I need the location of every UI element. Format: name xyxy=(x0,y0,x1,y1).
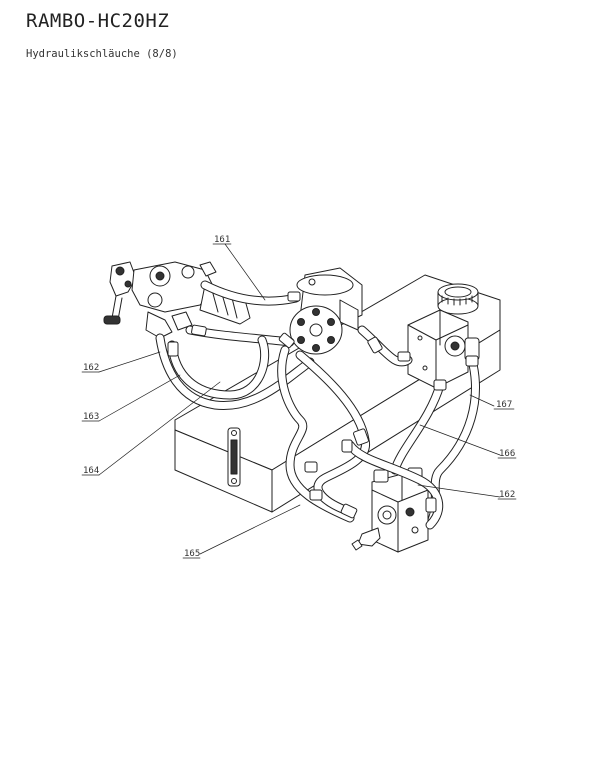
hose-161 xyxy=(200,280,301,306)
leader-lines xyxy=(81,243,517,559)
callout-162-lower: 162 xyxy=(499,490,515,500)
callout-164: 164 xyxy=(83,466,99,476)
control-valve xyxy=(103,261,251,339)
callout-161: 161 xyxy=(214,235,230,245)
callout-labels: 161 162 163 164 165 166 167 162 xyxy=(83,235,515,559)
callout-162-upper: 162 xyxy=(83,363,99,373)
hydraulic-pump xyxy=(407,309,480,389)
callout-165: 165 xyxy=(184,549,200,559)
callout-166: 166 xyxy=(499,449,515,459)
hose-162-lower xyxy=(345,440,444,530)
hose-166 xyxy=(390,380,445,475)
hydraulic-motor xyxy=(289,267,363,355)
page-subtitle: Hydraulikschläuche (8/8) xyxy=(26,48,178,60)
callout-167: 167 xyxy=(496,400,512,410)
callout-163: 163 xyxy=(83,412,99,422)
sight-glass xyxy=(227,427,241,487)
page-title: RAMBO-HC20HZ xyxy=(26,10,170,32)
hose-fittings xyxy=(167,291,479,519)
hose-163 xyxy=(167,335,270,400)
tank-filler-cap xyxy=(437,283,479,315)
